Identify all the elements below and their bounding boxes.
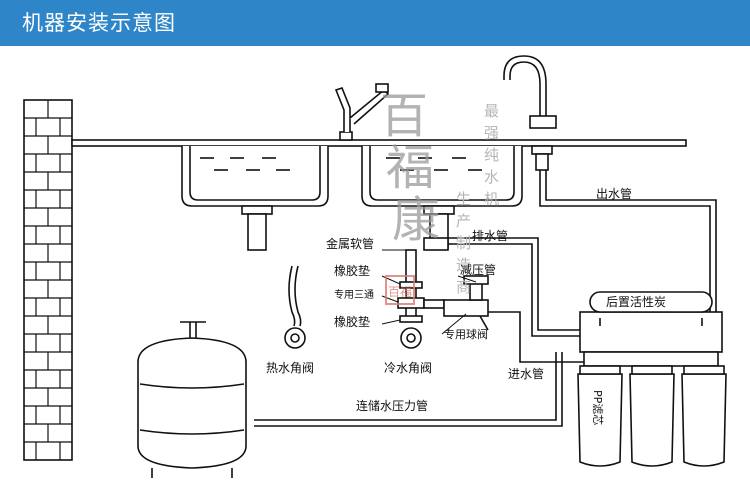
label-drain-pipe: 排水管 <box>472 228 508 243</box>
page-title: 机器安装示意图 <box>22 11 176 35</box>
countertop <box>71 139 687 147</box>
label-outlet-pipe: 出水管 <box>596 186 632 201</box>
pressure-tank <box>137 337 247 478</box>
watermark-col2-4: 造 <box>456 256 471 274</box>
label-post-carbon: 后置活性炭 <box>606 295 666 309</box>
labels: 出水管 排水管 金属软管 橡胶垫 专用三通 橡胶垫 减压管 专用球阀 冷水角阀 … <box>266 186 666 425</box>
header-bar: 机器安装示意图 <box>0 0 750 46</box>
watermark-stamp-text: 百福 <box>388 284 412 299</box>
label-tank-pipe: 连储水压力管 <box>356 398 428 413</box>
watermark-col2-2: 产 <box>456 212 471 230</box>
label-rubber-gasket-bottom: 橡胶垫 <box>334 314 370 329</box>
label-metal-hose: 金属软管 <box>326 236 374 251</box>
watermark-col1-5: 机 <box>484 190 499 208</box>
label-cold-angle-valve: 冷水角阀 <box>384 361 432 375</box>
label-pressure-reducer: 减压管 <box>460 262 496 277</box>
watermark-char-3: 康 <box>392 192 440 248</box>
ro-faucet <box>503 55 557 171</box>
label-hot-angle-valve: 热水角阀 <box>266 361 314 375</box>
watermark-stamp <box>385 275 415 305</box>
watermark-col1-2: 强 <box>484 124 499 142</box>
watermark-col1-4: 水 <box>484 168 499 186</box>
label-tee: 专用三通 <box>334 288 374 301</box>
label-ball-valve: 专用球阀 <box>444 327 488 341</box>
watermark-col2-5: 商 <box>456 278 471 296</box>
brick-wall <box>23 99 73 461</box>
mixer-faucet <box>334 83 390 141</box>
sink-left <box>181 146 329 251</box>
label-inlet-pipe: 进水管 <box>508 366 544 381</box>
filter-system <box>577 291 727 467</box>
watermark-char-2: 福 <box>386 140 434 196</box>
label-pp-filter: PP滤芯 <box>591 390 605 425</box>
watermark-col2-1: 生 <box>456 190 471 208</box>
watermark-char-1: 百 <box>380 88 428 144</box>
watermark-col1-1: 最 <box>484 102 499 120</box>
watermark-col2-3: 制 <box>456 234 471 252</box>
installation-diagram: 百 福 康 最 强 纯 水 机 生 产 制 造 商 百福 出水管 排水管 金属软… <box>23 55 727 478</box>
watermark-col1-3: 纯 <box>484 146 499 164</box>
label-rubber-gasket-top: 橡胶垫 <box>334 263 370 278</box>
watermark: 百 福 康 最 强 纯 水 机 生 产 制 造 商 百福 <box>380 88 499 305</box>
hot-angle-valve <box>284 265 306 349</box>
sink-right <box>361 146 523 249</box>
cold-angle-valve-knob <box>400 327 422 349</box>
leader-lines <box>381 237 477 335</box>
